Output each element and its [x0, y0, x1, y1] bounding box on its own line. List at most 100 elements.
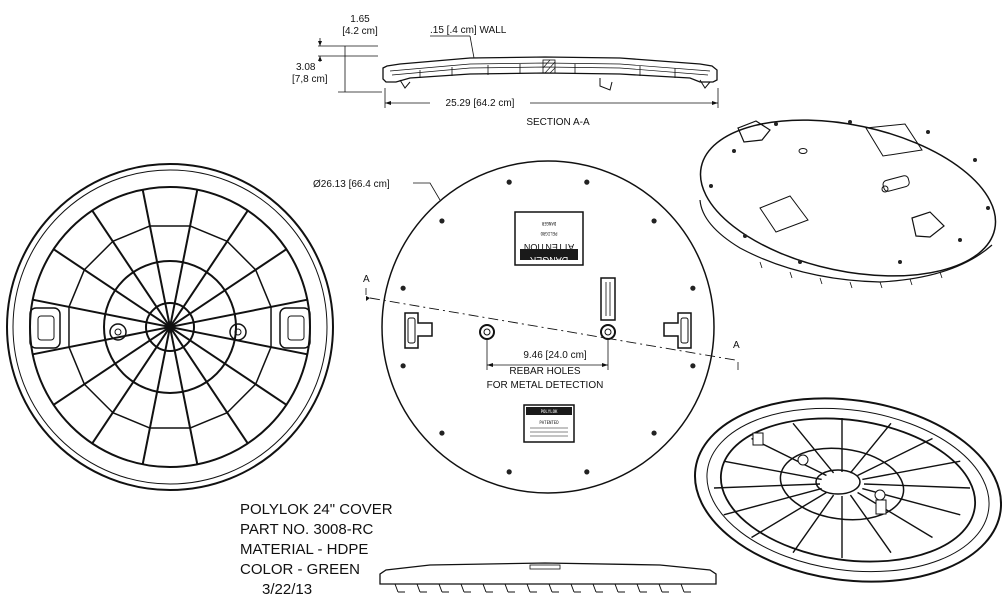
- side-leg: [548, 583, 553, 593]
- ring-chord: [68, 346, 86, 385]
- rib: [193, 298, 308, 324]
- hub-rib: [146, 326, 171, 333]
- rib: [53, 339, 151, 406]
- ring-chord: [112, 225, 151, 243]
- hub-rib: [169, 321, 194, 328]
- bottom-view: [6, 163, 334, 491]
- hub-rib: [169, 326, 185, 348]
- side-leg: [394, 583, 399, 593]
- iso-rib: [862, 460, 961, 481]
- rebar-note-line-2: FOR METAL DETECTION: [487, 380, 604, 391]
- iso-rib: [792, 494, 835, 554]
- iso-rib: [849, 494, 892, 554]
- dim-width: 25.29 [64.2 cm]: [446, 98, 515, 109]
- rib: [141, 350, 167, 465]
- title-line-1: POLYLOK 24" COVER: [240, 501, 393, 518]
- side-leg: [416, 583, 421, 593]
- title-block: POLYLOK 24" COVER PART NO. 3008-RC MATER…: [240, 501, 393, 598]
- hub-rib: [146, 321, 171, 328]
- top-view: Ø26.13 [66.4 cm] A A DANGER PELIGRO ATTE…: [313, 160, 740, 494]
- title-line-3: MATERIAL - HDPE: [240, 541, 368, 558]
- iso-rib: [751, 437, 827, 477]
- bolt-hole: [690, 363, 696, 369]
- warning-label-line-4: DANGER: [541, 221, 556, 226]
- bolt-hole: [506, 469, 512, 475]
- rib: [173, 189, 199, 304]
- section-marker-right: A: [733, 340, 740, 351]
- iso-rib: [723, 460, 822, 481]
- side-view: [379, 562, 717, 593]
- rib: [53, 248, 151, 315]
- hub-rib: [169, 326, 191, 342]
- side-leg: [680, 583, 685, 593]
- bolt-hole: [439, 218, 445, 224]
- rib: [182, 210, 249, 308]
- section-marker-left: A: [363, 274, 370, 285]
- rib: [193, 330, 308, 356]
- hub-rib: [169, 312, 191, 328]
- hub-rib: [155, 326, 171, 348]
- rib: [91, 346, 158, 444]
- dim-height-metric: [7,8 cm]: [292, 74, 328, 85]
- rib: [189, 248, 287, 315]
- iso-rib: [792, 422, 835, 474]
- title-line-2: PART NO. 3008-RC: [240, 521, 374, 538]
- dim-height-top: 1.65: [350, 14, 370, 25]
- side-leg: [636, 583, 641, 593]
- ring-chord: [226, 240, 257, 271]
- ring-chord: [83, 240, 114, 271]
- bolt-hole: [439, 430, 445, 436]
- side-leg: [526, 583, 531, 593]
- side-leg: [592, 583, 597, 593]
- rib: [182, 346, 249, 444]
- side-leg: [504, 583, 509, 593]
- hub-rib: [149, 326, 171, 342]
- dim-wall: .15 [.4 cm] WALL: [430, 25, 507, 36]
- iso-rib: [713, 483, 821, 489]
- hub-rib: [164, 326, 171, 351]
- title-line-4: COLOR - GREEN: [240, 561, 360, 578]
- ring-chord: [189, 411, 228, 429]
- brand-label-line-1: POLYLOK: [541, 409, 558, 414]
- warning-label-line-3: PELIGRO: [540, 231, 557, 236]
- ring-chord: [83, 383, 114, 414]
- rib: [32, 330, 147, 356]
- rib: [173, 350, 199, 465]
- iso-rib: [751, 491, 827, 539]
- side-leg: [482, 583, 487, 593]
- side-leg: [658, 583, 663, 593]
- hub-rib: [155, 306, 171, 328]
- hub-rib: [169, 326, 176, 351]
- ring-chord: [68, 269, 86, 308]
- section-label: SECTION A-A: [526, 117, 590, 128]
- diameter-dimension: Ø26.13 [66.4 cm]: [313, 179, 390, 190]
- iso-rib: [863, 483, 971, 489]
- rebar-note-line-1: REBAR HOLES: [509, 366, 580, 377]
- hub-rib: [169, 326, 194, 333]
- isometric-top-view: [699, 119, 997, 289]
- ring-chord: [189, 225, 228, 243]
- title-line-5: 3/22/13: [262, 581, 312, 598]
- iso-rib: [849, 422, 892, 474]
- ring-chord: [112, 411, 151, 429]
- warning-label-line-2: ATTENTION: [524, 242, 574, 252]
- bolt-hole: [584, 469, 590, 475]
- bolt-hole: [400, 363, 406, 369]
- side-leg: [570, 583, 575, 593]
- isometric-bottom-view: [693, 397, 1002, 583]
- hub-rib: [149, 312, 171, 328]
- iso-rib: [723, 487, 822, 516]
- side-leg: [614, 583, 619, 593]
- section-a-a-view: 1.65 [4.2 cm] .15 [.4 cm] WALL 3.08 [7,8…: [292, 14, 719, 128]
- rib: [91, 210, 158, 308]
- rib: [189, 339, 287, 406]
- hub-rib: [164, 303, 171, 328]
- hub-rib: [169, 303, 176, 328]
- hub-rib: [169, 306, 185, 328]
- side-leg: [460, 583, 465, 593]
- rib: [141, 189, 167, 304]
- brand-label-line-2: PATENTED: [539, 420, 559, 425]
- iso-rib: [857, 491, 933, 539]
- dim-height: 3.08: [296, 62, 316, 73]
